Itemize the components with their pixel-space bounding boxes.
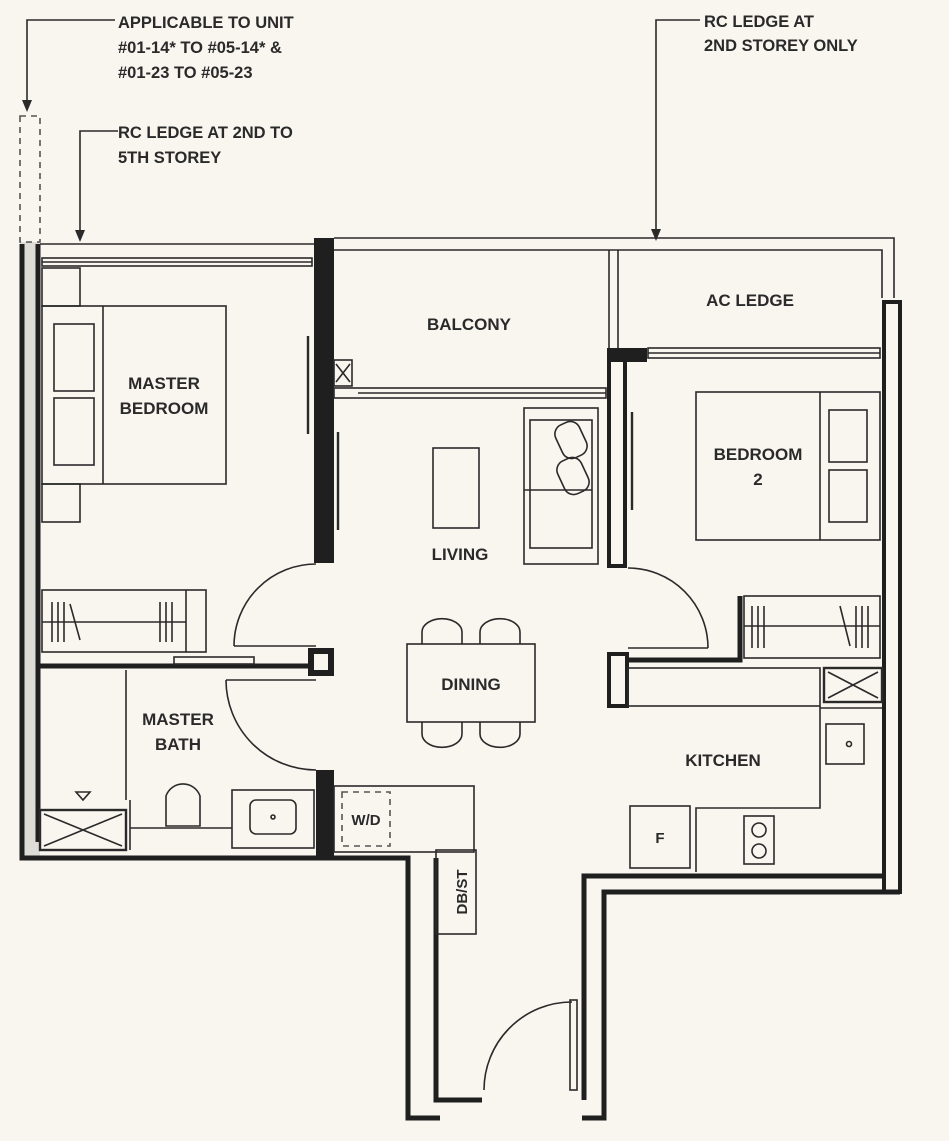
bedside-table-top — [41, 267, 81, 307]
entrance-door — [483, 999, 578, 1091]
room-label-bedroom2-1: BEDROOM — [714, 445, 803, 464]
room-label-master-bedroom-1: MASTER — [128, 374, 200, 393]
label-dbst: DB/ST — [454, 870, 471, 915]
room-label-balcony: BALCONY — [427, 315, 512, 334]
bedroom2-walls — [607, 348, 743, 708]
room-label-dining: DINING — [441, 675, 501, 694]
sofa — [523, 407, 599, 565]
note-applicable-line1: APPLICABLE TO UNIT — [118, 14, 294, 32]
kitchen-fixtures — [627, 666, 884, 872]
bedroom2-wardrobe — [743, 595, 881, 659]
note-rc-ledge-2-5-line1: RC LEDGE AT 2ND TO — [118, 124, 293, 142]
room-label-master-bath-2: BATH — [155, 735, 201, 754]
note-rc-ledge-2nd-line2: 2ND STOREY ONLY — [704, 37, 858, 55]
note-rc-ledge-2-5-line2: 5TH STOREY — [118, 149, 221, 167]
annotation-applicable-leader — [19, 19, 115, 243]
room-label-kitchen: KITCHEN — [685, 751, 761, 770]
dining-set — [406, 617, 536, 749]
label-wd: W/D — [351, 812, 380, 829]
label-fridge: F — [655, 830, 664, 847]
room-label-ac-ledge: AC LEDGE — [706, 291, 794, 310]
bedside-table-bottom — [41, 483, 81, 523]
annotation-rc-ledge-2nd-leader — [651, 19, 700, 241]
laundry-area — [333, 785, 477, 935]
coffee-table — [432, 447, 480, 529]
room-label-bedroom2-2: 2 — [753, 470, 762, 489]
master-wardrobe — [41, 589, 207, 653]
master-bedroom-walls — [38, 336, 353, 860]
balcony-partitions — [333, 250, 881, 399]
master-bath-fixtures — [38, 670, 315, 852]
room-label-master-bath-1: MASTER — [142, 710, 214, 729]
annotation-rc-ledge-2-5-leader — [75, 130, 118, 242]
note-applicable-line3: #01-23 TO #05-23 — [118, 64, 253, 82]
outer-walls — [19, 237, 902, 1121]
master-bed — [41, 305, 227, 485]
room-label-master-bedroom-2: BEDROOM — [120, 399, 209, 418]
room-label-living: LIVING — [432, 545, 489, 564]
note-applicable-line2: #01-14* TO #05-14* & — [118, 39, 282, 57]
note-rc-ledge-2nd-line1: RC LEDGE AT — [704, 13, 814, 31]
bed-2 — [695, 391, 881, 541]
